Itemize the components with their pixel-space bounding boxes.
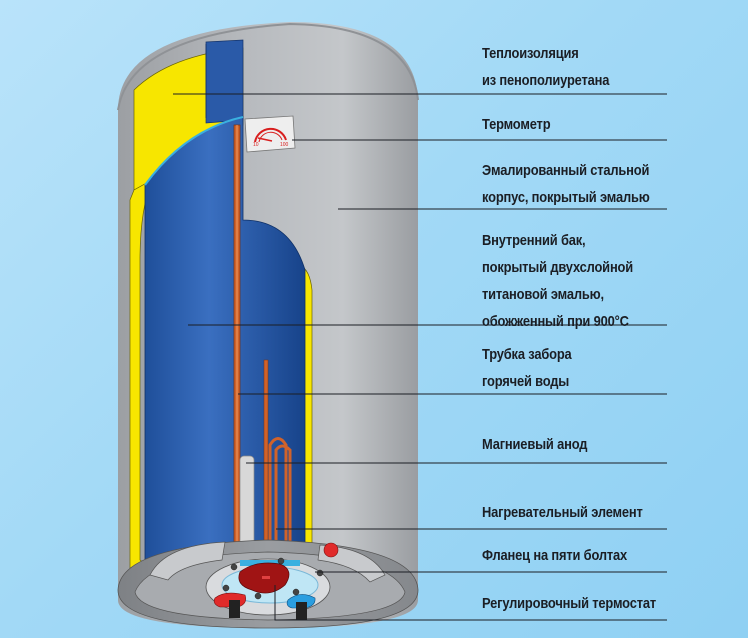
thermometer-dial: 10 100 xyxy=(244,115,296,153)
label-hot-water-pipe: Трубка забора горячей воды xyxy=(482,346,572,390)
label-flange: Фланец на пяти болтах xyxy=(482,547,628,564)
indicator-lamp xyxy=(323,542,339,558)
flange-bracket-left xyxy=(149,541,226,581)
leader-thermostat xyxy=(274,585,667,621)
label-thermostat: Регулировочный термостат xyxy=(482,595,657,612)
tank-enamel-edge xyxy=(144,116,244,186)
thermometer-min: 10 xyxy=(253,142,259,148)
casing-top-rim xyxy=(117,22,419,111)
label-inner-tank: Внутренний бак, покрытый двухслойной тит… xyxy=(482,232,634,330)
cold-outlet-pipe xyxy=(296,602,307,620)
label-thermometer: Термометр xyxy=(482,116,551,133)
label-magnesium-anode: Магниевый анод xyxy=(482,436,588,453)
cold-outlet xyxy=(286,594,316,609)
thermometer-max: 100 xyxy=(280,142,289,148)
leader-lines xyxy=(173,93,667,621)
label-heating-element: Нагревательный элемент xyxy=(482,504,643,521)
label-insulation: Теплоизоляция из пенополиуретана xyxy=(482,45,610,89)
label-outer-casing: Эмалированный стальной корпус, покрытый … xyxy=(482,162,650,206)
tank-top-band xyxy=(205,39,244,124)
hot-outlet-pipe xyxy=(229,600,240,618)
